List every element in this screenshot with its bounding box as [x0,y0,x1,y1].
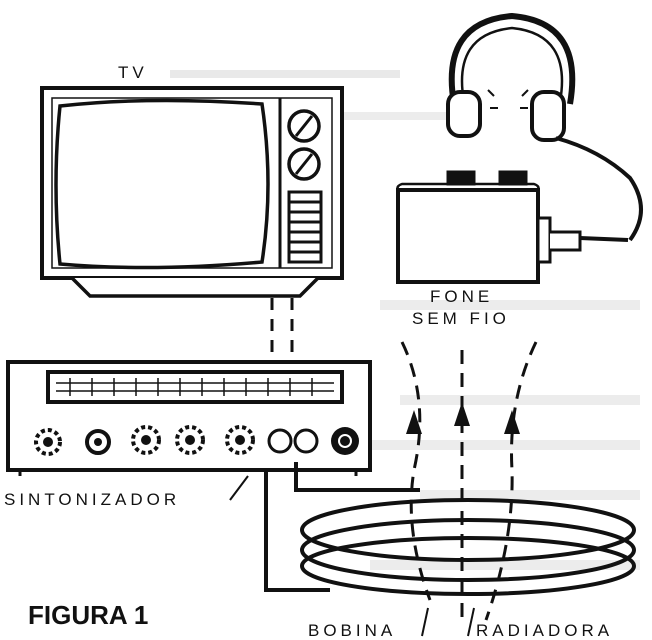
figure-caption: FIGURA 1 [28,600,148,630]
tuner-dial-marks [69,378,313,396]
tv-volume-knob [287,147,321,181]
label-divider-right [467,607,475,637]
tuner-label: SINTONIZADOR [4,490,180,509]
tuner-button-1 [267,428,293,454]
wireless-receiver-box [396,170,629,284]
tuner-knob-1 [34,428,62,456]
tuner-knob-2 [131,425,161,455]
headphones [446,12,643,242]
headphone-label-line2: SEM FIO [412,309,510,328]
tuner-button-2 [293,428,319,454]
tuner-dial-window [46,370,344,404]
receiver-knob-left [446,170,476,186]
tv-base [70,276,320,298]
tuner-knob-3 [175,425,205,455]
right-ear-cup [530,90,566,142]
tv-to-tuner-connection [270,298,294,362]
headphone-label-line1: FONE [430,287,493,306]
tv-channel-knob [287,109,321,143]
headphone-cable [555,136,643,242]
tuner-knob-4 [225,425,255,455]
receiver-jack [536,216,552,264]
tuner-small-button [85,429,111,455]
coil-label: BOBINA [308,621,396,640]
tuner-label-pointer [229,475,249,501]
tuner-power-button [331,427,359,455]
coil-wiring [264,462,420,592]
label-divider-left [421,607,429,637]
tv-set [40,86,344,298]
tv-screen [54,98,270,270]
field-arrow-heads [406,402,520,434]
left-ear-cup [446,90,482,138]
tv-label: TV [118,63,148,82]
radiating-label: RADIADORA [476,621,613,640]
tv-speaker-grille [287,190,323,264]
radiating-coil [300,498,636,596]
tuner-unit [6,360,372,476]
receiver-knob-right [498,170,528,186]
